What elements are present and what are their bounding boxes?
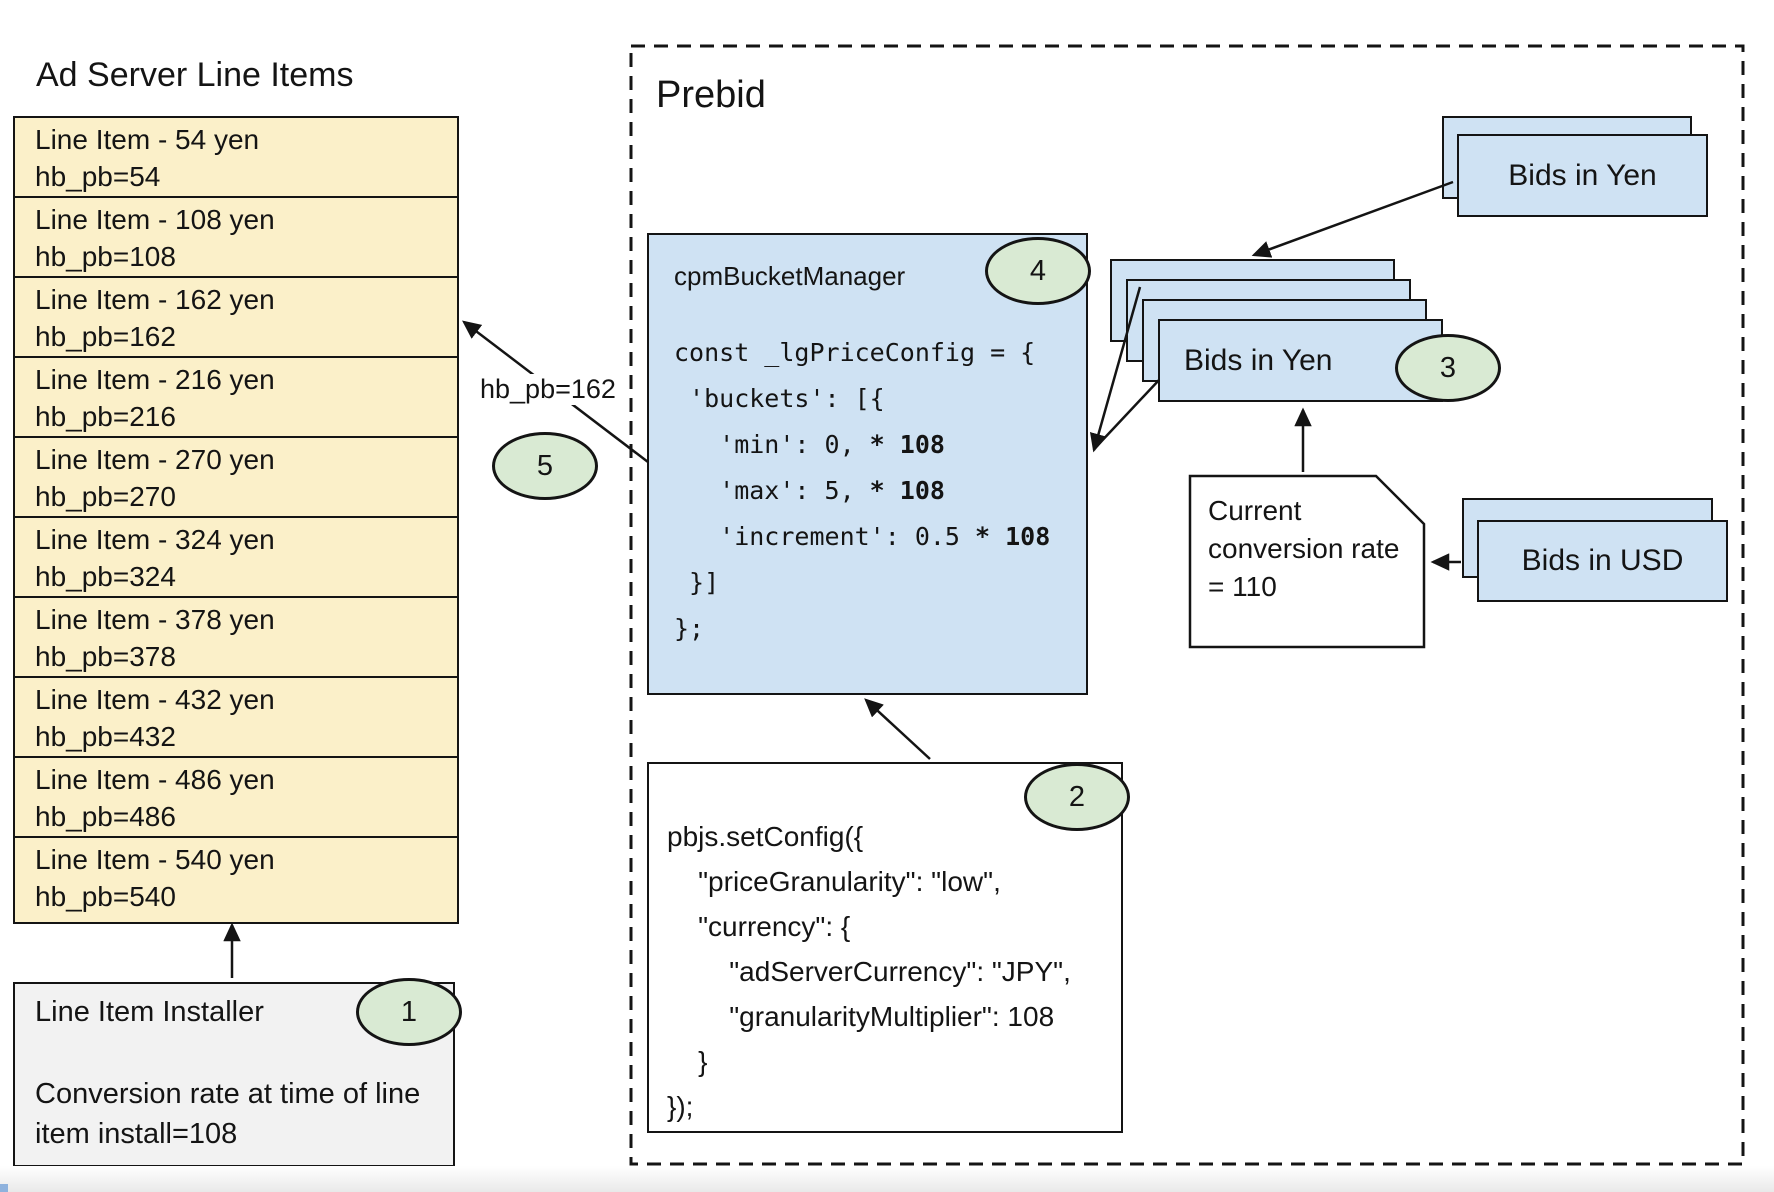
setconfig-code: pbjs.setConfig({ "priceGranularity": "lo… <box>667 821 1071 1122</box>
line-item-label: Line Item - 108 yen <box>35 204 275 235</box>
line-item-label: Line Item - 270 yen <box>35 444 275 475</box>
line-item-label: Line Item - 486 yen <box>35 764 275 795</box>
ad-server-title: Ad Server Line Items <box>36 56 354 94</box>
step-badge-5: 5 <box>492 432 598 500</box>
arrow-incoming-yen-to-stack <box>1251 180 1454 258</box>
bucket-manager-code: const _lgPriceConfig = { 'buckets': [{ '… <box>674 338 1051 643</box>
line-item-hb: hb_pb=270 <box>35 481 176 512</box>
step-badge-1: 1 <box>356 978 462 1046</box>
line-item-label: Line Item - 216 yen <box>35 364 275 395</box>
line-item-row: Line Item - 270 yen hb_pb=270 <box>15 438 457 518</box>
bottom-left-sliver <box>0 1184 8 1192</box>
line-item-row: Line Item - 432 yen hb_pb=432 <box>15 678 457 758</box>
page-bottom-strip <box>0 1166 1774 1192</box>
line-item-hb: hb_pb=108 <box>35 241 176 272</box>
line-item-label: Line Item - 540 yen <box>35 844 275 875</box>
line-item-hb: hb_pb=486 <box>35 801 176 832</box>
line-item-label: Line Item - 54 yen <box>35 124 260 155</box>
line-item-label: Line Item - 324 yen <box>35 524 275 555</box>
line-item-row: Line Item - 378 yen hb_pb=378 <box>15 598 457 678</box>
line-item-hb: hb_pb=54 <box>35 161 161 192</box>
line-item-label: Line Item - 432 yen <box>35 684 275 715</box>
conversion-rate-note: Current conversion rate = 110 <box>1208 495 1400 602</box>
line-item-row: Line Item - 324 yen hb_pb=324 <box>15 518 457 598</box>
line-item-row: Line Item - 108 yen hb_pb=108 <box>15 198 457 278</box>
line-item-hb: hb_pb=162 <box>35 321 176 352</box>
line-item-row: Line Item - 162 yen hb_pb=162 <box>15 278 457 358</box>
line-yen-stack-to-bucket <box>1096 379 1160 447</box>
bids-in-yen-converted-label: Bids in Yen <box>1184 343 1333 377</box>
prebid-title: Prebid <box>656 74 766 116</box>
line-item-row: Line Item - 540 yen hb_pb=540 <box>15 838 457 918</box>
cpm-bucket-manager-box: cpmBucketManager const _lgPriceConfig = … <box>647 233 1088 695</box>
line-item-row: Line Item - 54 yen hb_pb=54 <box>15 118 457 198</box>
bids-in-yen-incoming-card: Bids in Yen <box>1457 134 1708 217</box>
line-items-table: Line Item - 54 yen hb_pb=54 Line Item - … <box>13 116 459 924</box>
installer-note: Conversion rate at time of line item ins… <box>35 1078 421 1150</box>
bids-in-usd-card: Bids in USD <box>1477 520 1728 602</box>
step-badge-3: 3 <box>1395 334 1501 402</box>
line-item-hb: hb_pb=432 <box>35 721 176 752</box>
line-item-installer-box: Line Item Installer Conversion rate at t… <box>13 982 455 1167</box>
step-badge-2: 2 <box>1024 763 1130 831</box>
bucket-manager-title: cpmBucketManager <box>674 261 906 291</box>
line-item-row: Line Item - 486 yen hb_pb=486 <box>15 758 457 838</box>
arrow-setconfig-to-bucket <box>864 698 931 760</box>
hb-pb-arrow-label: hb_pb=162 <box>477 374 619 405</box>
bids-in-yen-incoming-label: Bids in Yen <box>1508 158 1657 192</box>
line-item-label: Line Item - 378 yen <box>35 604 275 635</box>
line-item-row: Line Item - 216 yen hb_pb=216 <box>15 358 457 438</box>
line-item-label: Line Item - 162 yen <box>35 284 275 315</box>
step-badge-4: 4 <box>985 237 1091 305</box>
installer-title: Line Item Installer <box>35 996 264 1028</box>
line-item-hb: hb_pb=540 <box>35 881 176 912</box>
line-item-hb: hb_pb=216 <box>35 401 176 432</box>
line-item-hb: hb_pb=324 <box>35 561 176 592</box>
bids-in-usd-label: Bids in USD <box>1521 544 1684 577</box>
line-item-hb: hb_pb=378 <box>35 641 176 672</box>
